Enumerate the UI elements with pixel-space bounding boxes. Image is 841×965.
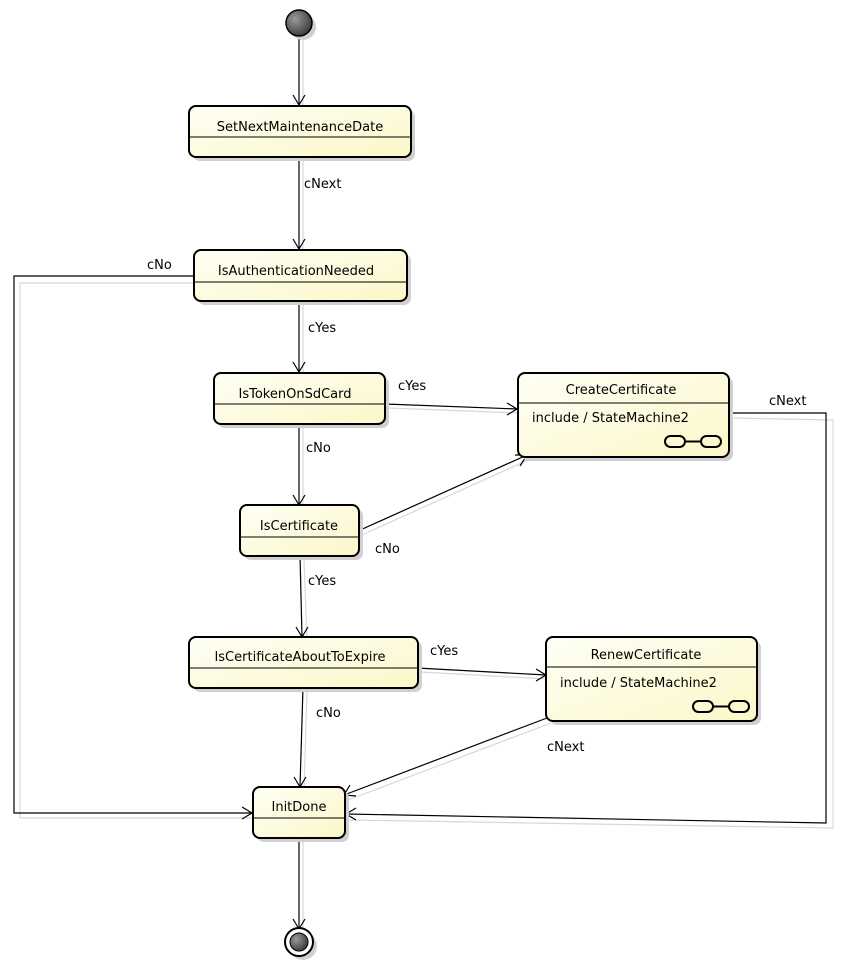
- edge-label-cno: cNo: [306, 441, 331, 456]
- edge-is-token-to-is-cert: cNo: [292, 423, 331, 508]
- edge-label-cnext: cNext: [547, 740, 584, 755]
- edge-is-expire-to-init-done: cNo: [293, 686, 341, 791]
- state-is-certificate-about-to-expire[interactable]: IsCertificateAboutToExpire: [188, 636, 422, 692]
- state-title: IsCertificate: [260, 519, 338, 534]
- edge-label-cnext: cNext: [769, 394, 806, 409]
- edge-label-cyes: cYes: [308, 321, 336, 336]
- state-is-authentication-needed[interactable]: IsAuthenticationNeeded: [193, 249, 411, 305]
- state-title: IsTokenOnSdCard: [239, 387, 352, 402]
- edge-is-auth-to-is-token: cYes: [292, 302, 336, 375]
- edge-initial-to-set-next: [292, 38, 306, 108]
- edge-label-cyes: cYes: [398, 379, 426, 394]
- state-title: IsCertificateAboutToExpire: [214, 650, 385, 665]
- submachine-link-icon: [664, 435, 722, 448]
- edge-init-done-to-final: [292, 837, 306, 932]
- state-is-certificate[interactable]: IsCertificate: [239, 504, 363, 560]
- state-set-next-maintenance-date[interactable]: SetNextMaintenanceDate: [188, 105, 415, 161]
- state-is-token-on-sd-card[interactable]: IsTokenOnSdCard: [213, 372, 389, 428]
- state-body: include / StateMachine2: [532, 411, 689, 426]
- state-init-done[interactable]: InitDone: [252, 786, 349, 842]
- state-renew-certificate[interactable]: RenewCertificate include / StateMachine2: [545, 636, 761, 725]
- final-state: [284, 927, 317, 960]
- edge-label-cyes: cYes: [308, 574, 336, 589]
- edge-label-cyes: cYes: [430, 644, 458, 659]
- edge-set-next-to-is-auth: cNext: [292, 157, 341, 252]
- state-title: SetNextMaintenanceDate: [217, 120, 383, 135]
- state-body: include / StateMachine2: [560, 676, 717, 691]
- edge-is-cert-to-create-cert: cNo: [357, 454, 529, 557]
- state-title: CreateCertificate: [566, 383, 677, 398]
- state-title: InitDone: [272, 800, 327, 815]
- edge-renew-cert-to-init-done: cNext: [342, 717, 584, 801]
- initial-state: [285, 9, 316, 40]
- state-create-certificate[interactable]: CreateCertificate include / StateMachine…: [517, 372, 733, 461]
- edge-label-cno: cNo: [375, 542, 400, 557]
- state-title: RenewCertificate: [591, 648, 702, 663]
- edge-is-expire-to-renew-cert: cYes: [416, 644, 549, 682]
- state-title: IsAuthenticationNeeded: [218, 264, 374, 279]
- submachine-link-icon: [692, 700, 750, 713]
- edge-is-auth-to-init-done: cNo: [13, 258, 255, 820]
- edge-label-cnext: cNext: [304, 177, 341, 192]
- edge-label-cno: cNo: [316, 706, 341, 721]
- edge-label-cno: cNo: [147, 258, 172, 273]
- edge-is-cert-to-is-expire: cYes: [295, 554, 336, 641]
- edge-is-token-to-create-cert: cYes: [384, 379, 520, 416]
